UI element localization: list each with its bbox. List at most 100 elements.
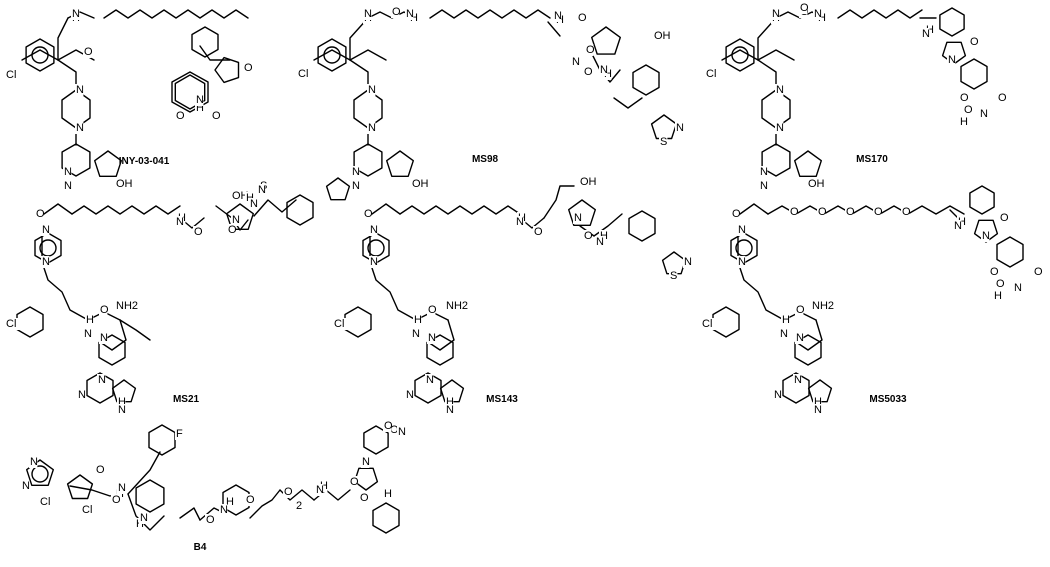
bond-path — [66, 474, 94, 500]
atom-label: N — [176, 216, 184, 228]
atom-label-bg — [5, 318, 20, 330]
atom-label: N — [406, 389, 414, 401]
atom-label-bg — [175, 110, 184, 122]
bond-path — [41, 229, 89, 321]
atom-label: O — [818, 206, 827, 218]
atom-label: Cl — [82, 504, 92, 516]
atom-label-bg — [653, 30, 668, 42]
atom-label: N — [772, 8, 780, 20]
compound-b4: NNClOClHNOFHNOHNOO2HNONOOHNOB4 — [21, 420, 406, 553]
bond-path — [71, 205, 181, 215]
atom-label: O — [584, 66, 593, 78]
atom-label: O — [206, 514, 215, 526]
bond-path — [369, 229, 417, 321]
bond-path — [353, 143, 383, 177]
atom-label: H — [196, 102, 204, 114]
bond-path — [119, 319, 151, 341]
bond-path — [344, 306, 372, 338]
atom-label: H — [410, 12, 418, 24]
atom-label: O — [176, 110, 185, 122]
bond-path — [363, 425, 389, 455]
atom-label-bg — [231, 214, 240, 226]
atom-label: H — [446, 396, 454, 408]
atom-label-bg — [599, 64, 608, 76]
atom-label: H — [818, 12, 826, 24]
atom-label-bg — [369, 224, 378, 236]
bond-path — [399, 205, 521, 215]
bond-path — [386, 150, 414, 177]
compound-name-b4: B4 — [194, 542, 207, 553]
atom-label: N — [738, 256, 746, 268]
atom-label: H — [384, 488, 392, 500]
atom-label-bg — [77, 389, 86, 401]
atom-label-bg — [579, 176, 594, 188]
atom-label: NH2 — [446, 300, 468, 312]
atom-label: H — [814, 396, 822, 408]
atom-label-bg — [71, 8, 80, 20]
bond-path — [429, 9, 551, 19]
bond-path — [199, 45, 231, 61]
bond-path — [286, 194, 314, 226]
bond-path — [737, 229, 785, 321]
bond-path — [57, 59, 77, 91]
atom-label: O — [998, 92, 1007, 104]
bond-path — [174, 74, 206, 110]
atom-label-bg — [97, 374, 106, 386]
bond-path — [86, 372, 114, 404]
atom-label-bg — [989, 266, 998, 278]
atom-label-bg — [793, 374, 802, 386]
atom-label-bg — [369, 256, 378, 268]
bond-path — [349, 59, 369, 91]
atom-label-bg — [175, 428, 184, 440]
atom-label-bg — [175, 216, 184, 228]
atom-label: O — [800, 2, 809, 14]
atom-label: O — [392, 6, 401, 18]
compound-name-ms170: MS170 — [856, 154, 888, 165]
atom-label-bg — [115, 300, 137, 312]
bond-path — [613, 97, 643, 109]
atom-label: H — [246, 192, 254, 204]
aromatic-ring — [31, 46, 49, 64]
atom-label: N — [258, 184, 266, 196]
atom-label: O — [964, 104, 973, 116]
atom-label: H — [958, 216, 966, 228]
atom-label: N — [776, 122, 784, 134]
atom-label-bg — [997, 92, 1006, 104]
bond-path — [26, 459, 54, 486]
atom-label: OH — [654, 30, 671, 42]
atom-label: N — [780, 328, 788, 340]
atom-label-bg — [95, 464, 104, 476]
atom-label-bg — [759, 166, 768, 178]
atom-label-bg — [995, 278, 1004, 290]
aromatic-ring — [731, 46, 749, 64]
atom-label-bg — [789, 206, 798, 218]
atom-label-bg — [799, 2, 808, 14]
compound-iny: HNOClNNNNOHOOHNOINY-03-041 — [5, 8, 253, 192]
compound-ms21: ONNHNONH2NNNHNClHNONOOHHNSNMS21 — [5, 177, 351, 416]
atom-label: H — [604, 68, 612, 80]
atom-label: N — [42, 224, 50, 236]
atom-label: N — [22, 480, 30, 492]
atom-label-bg — [35, 208, 44, 220]
bond-path — [712, 306, 740, 338]
atom-label: O — [996, 278, 1005, 290]
atom-label-bg — [775, 122, 784, 134]
atom-label: S — [670, 270, 677, 282]
bond-path — [414, 372, 442, 404]
atom-label-bg — [367, 122, 376, 134]
compound-name-ms5033: MS5033 — [869, 394, 907, 405]
atom-label-bg — [283, 486, 292, 498]
atom-label: N — [814, 8, 822, 20]
bond-path — [939, 7, 965, 37]
atom-label-bg — [813, 8, 822, 20]
atom-label: N — [118, 482, 126, 494]
atom-label: NH2 — [116, 300, 138, 312]
atom-label: H — [226, 496, 234, 508]
atom-label-bg — [361, 456, 370, 468]
atom-label: Cl — [298, 68, 308, 80]
atom-label: H — [960, 116, 968, 128]
bond-path — [757, 17, 777, 61]
atom-label-bg — [111, 494, 120, 506]
atom-label: N — [352, 180, 360, 192]
atom-label: N — [980, 108, 988, 120]
